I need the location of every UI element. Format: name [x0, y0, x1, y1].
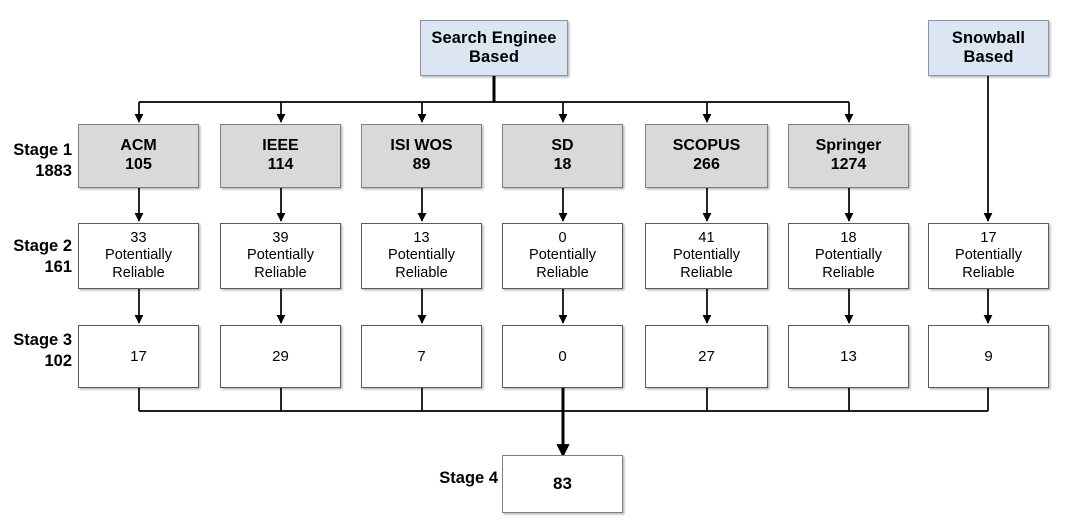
- stage-label-4: Stage 4: [439, 469, 498, 487]
- stage2-line-2: Potentially: [673, 247, 740, 264]
- stage3-box-acm[interactable]: 17: [78, 325, 199, 388]
- stage-label-name: Stage 2: [13, 237, 72, 255]
- stage3-count: 9: [984, 347, 993, 365]
- stage1-box-sd[interactable]: SD 18: [502, 124, 623, 188]
- stage-label-count: 1883: [35, 161, 72, 180]
- stage2-line-3: Reliable: [536, 264, 589, 281]
- stage3-count: 27: [698, 347, 715, 365]
- source-line-2: Based: [468, 48, 520, 66]
- stage1-count: 114: [267, 156, 294, 173]
- stage1-count: 1274: [830, 156, 867, 173]
- stage3-box-sd[interactable]: 0: [502, 325, 623, 388]
- stage2-count: 39: [272, 230, 289, 247]
- stage1-count: 105: [125, 156, 152, 173]
- stage1-box-acm[interactable]: ACM 105: [78, 124, 199, 188]
- stage2-box-snowball[interactable]: 17 Potentially Reliable: [928, 223, 1049, 289]
- stage1-source-name: SCOPUS: [672, 137, 741, 155]
- stage-label-name: Stage 1: [13, 141, 72, 159]
- stage1-box-ieee[interactable]: IEEE 114: [220, 124, 341, 188]
- stage1-source-name: SD: [551, 137, 574, 155]
- stage1-count: 18: [553, 156, 572, 173]
- stage2-line-2: Potentially: [815, 247, 882, 264]
- stage2-line-3: Reliable: [254, 264, 307, 281]
- stage3-count: 0: [558, 347, 567, 365]
- source-box-snowball-based[interactable]: Snowball Based: [928, 20, 1049, 76]
- stage-label-2: Stage 2 161: [2, 236, 72, 277]
- stage2-line-2: Potentially: [247, 247, 314, 264]
- stage3-box-scopus[interactable]: 27: [645, 325, 768, 388]
- stage-label-3: Stage 3 102: [2, 330, 72, 371]
- stage1-source-name: ISI WOS: [390, 137, 453, 155]
- stage-label-count: 102: [44, 351, 72, 370]
- source-line-1: Search Enginee: [431, 28, 557, 47]
- stage2-line-2: Potentially: [955, 247, 1022, 264]
- stage3-count: 17: [130, 347, 147, 365]
- stage-label-name: Stage 3: [13, 331, 72, 349]
- stage2-count: 41: [698, 230, 715, 247]
- stage2-count: 18: [840, 230, 857, 247]
- stage2-line-2: Potentially: [529, 247, 596, 264]
- stage-label-1: Stage 1 1883: [2, 140, 72, 181]
- stage2-line-3: Reliable: [112, 264, 165, 281]
- stage3-count: 13: [840, 347, 857, 365]
- stage4-box-final[interactable]: 83: [502, 455, 623, 513]
- stage2-line-3: Reliable: [395, 264, 448, 281]
- stage2-count: 13: [413, 230, 430, 247]
- stage1-source-name: IEEE: [262, 137, 299, 155]
- stage2-box-springer[interactable]: 18 Potentially Reliable: [788, 223, 909, 289]
- stage2-box-isi-wos[interactable]: 13 Potentially Reliable: [361, 223, 482, 289]
- stage-label-count: 161: [44, 257, 72, 276]
- source-box-search-engine-based[interactable]: Search Enginee Based: [420, 20, 568, 76]
- source-line-2: Based: [963, 48, 1014, 66]
- stage1-count: 266: [693, 156, 720, 173]
- stage2-line-3: Reliable: [680, 264, 733, 281]
- stage3-box-ieee[interactable]: 29: [220, 325, 341, 388]
- stage3-box-snowball[interactable]: 9: [928, 325, 1049, 388]
- stage1-source-name: ACM: [120, 137, 157, 155]
- stage2-line-2: Potentially: [388, 247, 455, 264]
- stage3-count: 29: [272, 347, 289, 365]
- stage2-count: 17: [980, 230, 997, 247]
- stage2-line-3: Reliable: [962, 264, 1015, 281]
- stage2-box-ieee[interactable]: 39 Potentially Reliable: [220, 223, 341, 289]
- stage3-count: 7: [417, 347, 426, 365]
- stage1-box-springer[interactable]: Springer 1274: [788, 124, 909, 188]
- stage1-source-name: Springer: [815, 137, 882, 155]
- stage2-box-scopus[interactable]: 41 Potentially Reliable: [645, 223, 768, 289]
- source-line-1: Snowball: [951, 28, 1026, 47]
- stage2-line-2: Potentially: [105, 247, 172, 264]
- stage2-count: 0: [558, 230, 567, 247]
- stage4-count: 83: [553, 473, 572, 493]
- stage2-count: 33: [130, 230, 147, 247]
- stage1-box-isi-wos[interactable]: ISI WOS 89: [361, 124, 482, 188]
- stage3-box-isi-wos[interactable]: 7: [361, 325, 482, 388]
- stage1-box-scopus[interactable]: SCOPUS 266: [645, 124, 768, 188]
- stage1-count: 89: [412, 156, 431, 173]
- stage2-box-sd[interactable]: 0 Potentially Reliable: [502, 223, 623, 289]
- stage2-line-3: Reliable: [822, 264, 875, 281]
- stage2-box-acm[interactable]: 33 Potentially Reliable: [78, 223, 199, 289]
- stage3-box-springer[interactable]: 13: [788, 325, 909, 388]
